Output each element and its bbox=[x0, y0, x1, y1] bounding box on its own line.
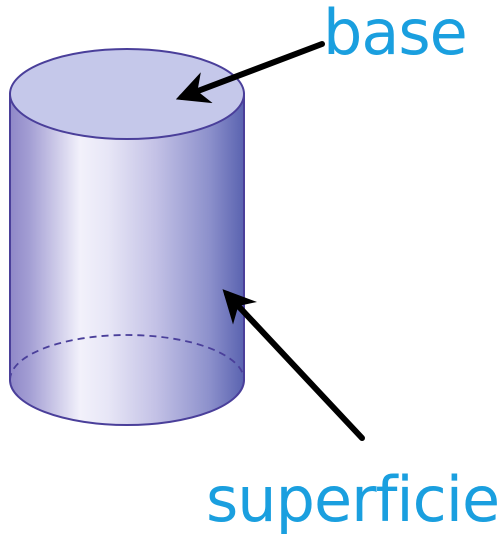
label-base: base bbox=[323, 0, 468, 69]
cylinder-top-base bbox=[9, 48, 245, 140]
cylinder-bottom-hidden-edge bbox=[9, 334, 245, 381]
arrow-to-superficie bbox=[222, 289, 365, 441]
label-superficie: superficie bbox=[206, 463, 500, 536]
arrow-to-base bbox=[175, 41, 325, 104]
cylinder-lateral-surface bbox=[9, 93, 245, 426]
